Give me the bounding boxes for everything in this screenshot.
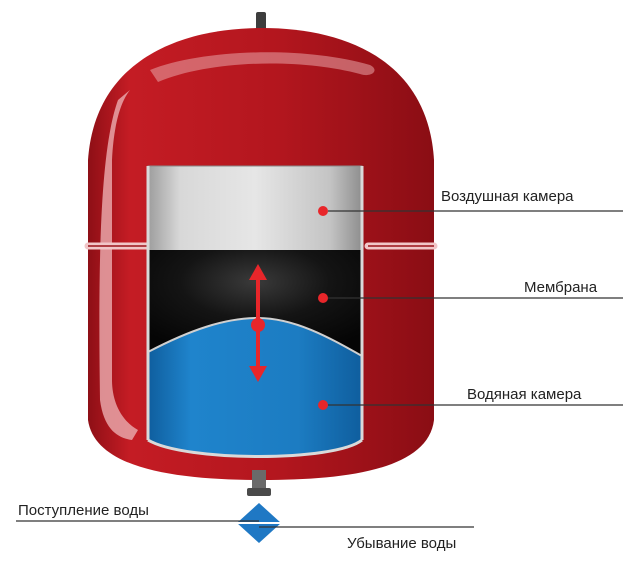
membrane-pointer-dot: [318, 293, 328, 303]
air-chamber-label: Воздушная камера: [441, 188, 574, 205]
tank-highlight: [99, 90, 138, 440]
water-inflow-label: Поступление воды: [18, 502, 149, 519]
air-chamber-pointer-dot: [318, 206, 328, 216]
membrane-movement-arrows: [249, 264, 267, 382]
flow-diamond: [237, 503, 281, 543]
inlet-pipe: [252, 470, 266, 492]
membrane: [148, 250, 362, 356]
water-chamber: [148, 318, 362, 457]
air-chamber: [148, 166, 362, 252]
membrane-label: Мембрана: [524, 279, 598, 296]
water-chamber-label: Водяная камера: [467, 386, 582, 403]
water-chamber-pointer-dot: [318, 400, 328, 410]
tank-highlight-top: [150, 52, 375, 82]
water-outflow-label: Убывание воды: [347, 535, 457, 552]
